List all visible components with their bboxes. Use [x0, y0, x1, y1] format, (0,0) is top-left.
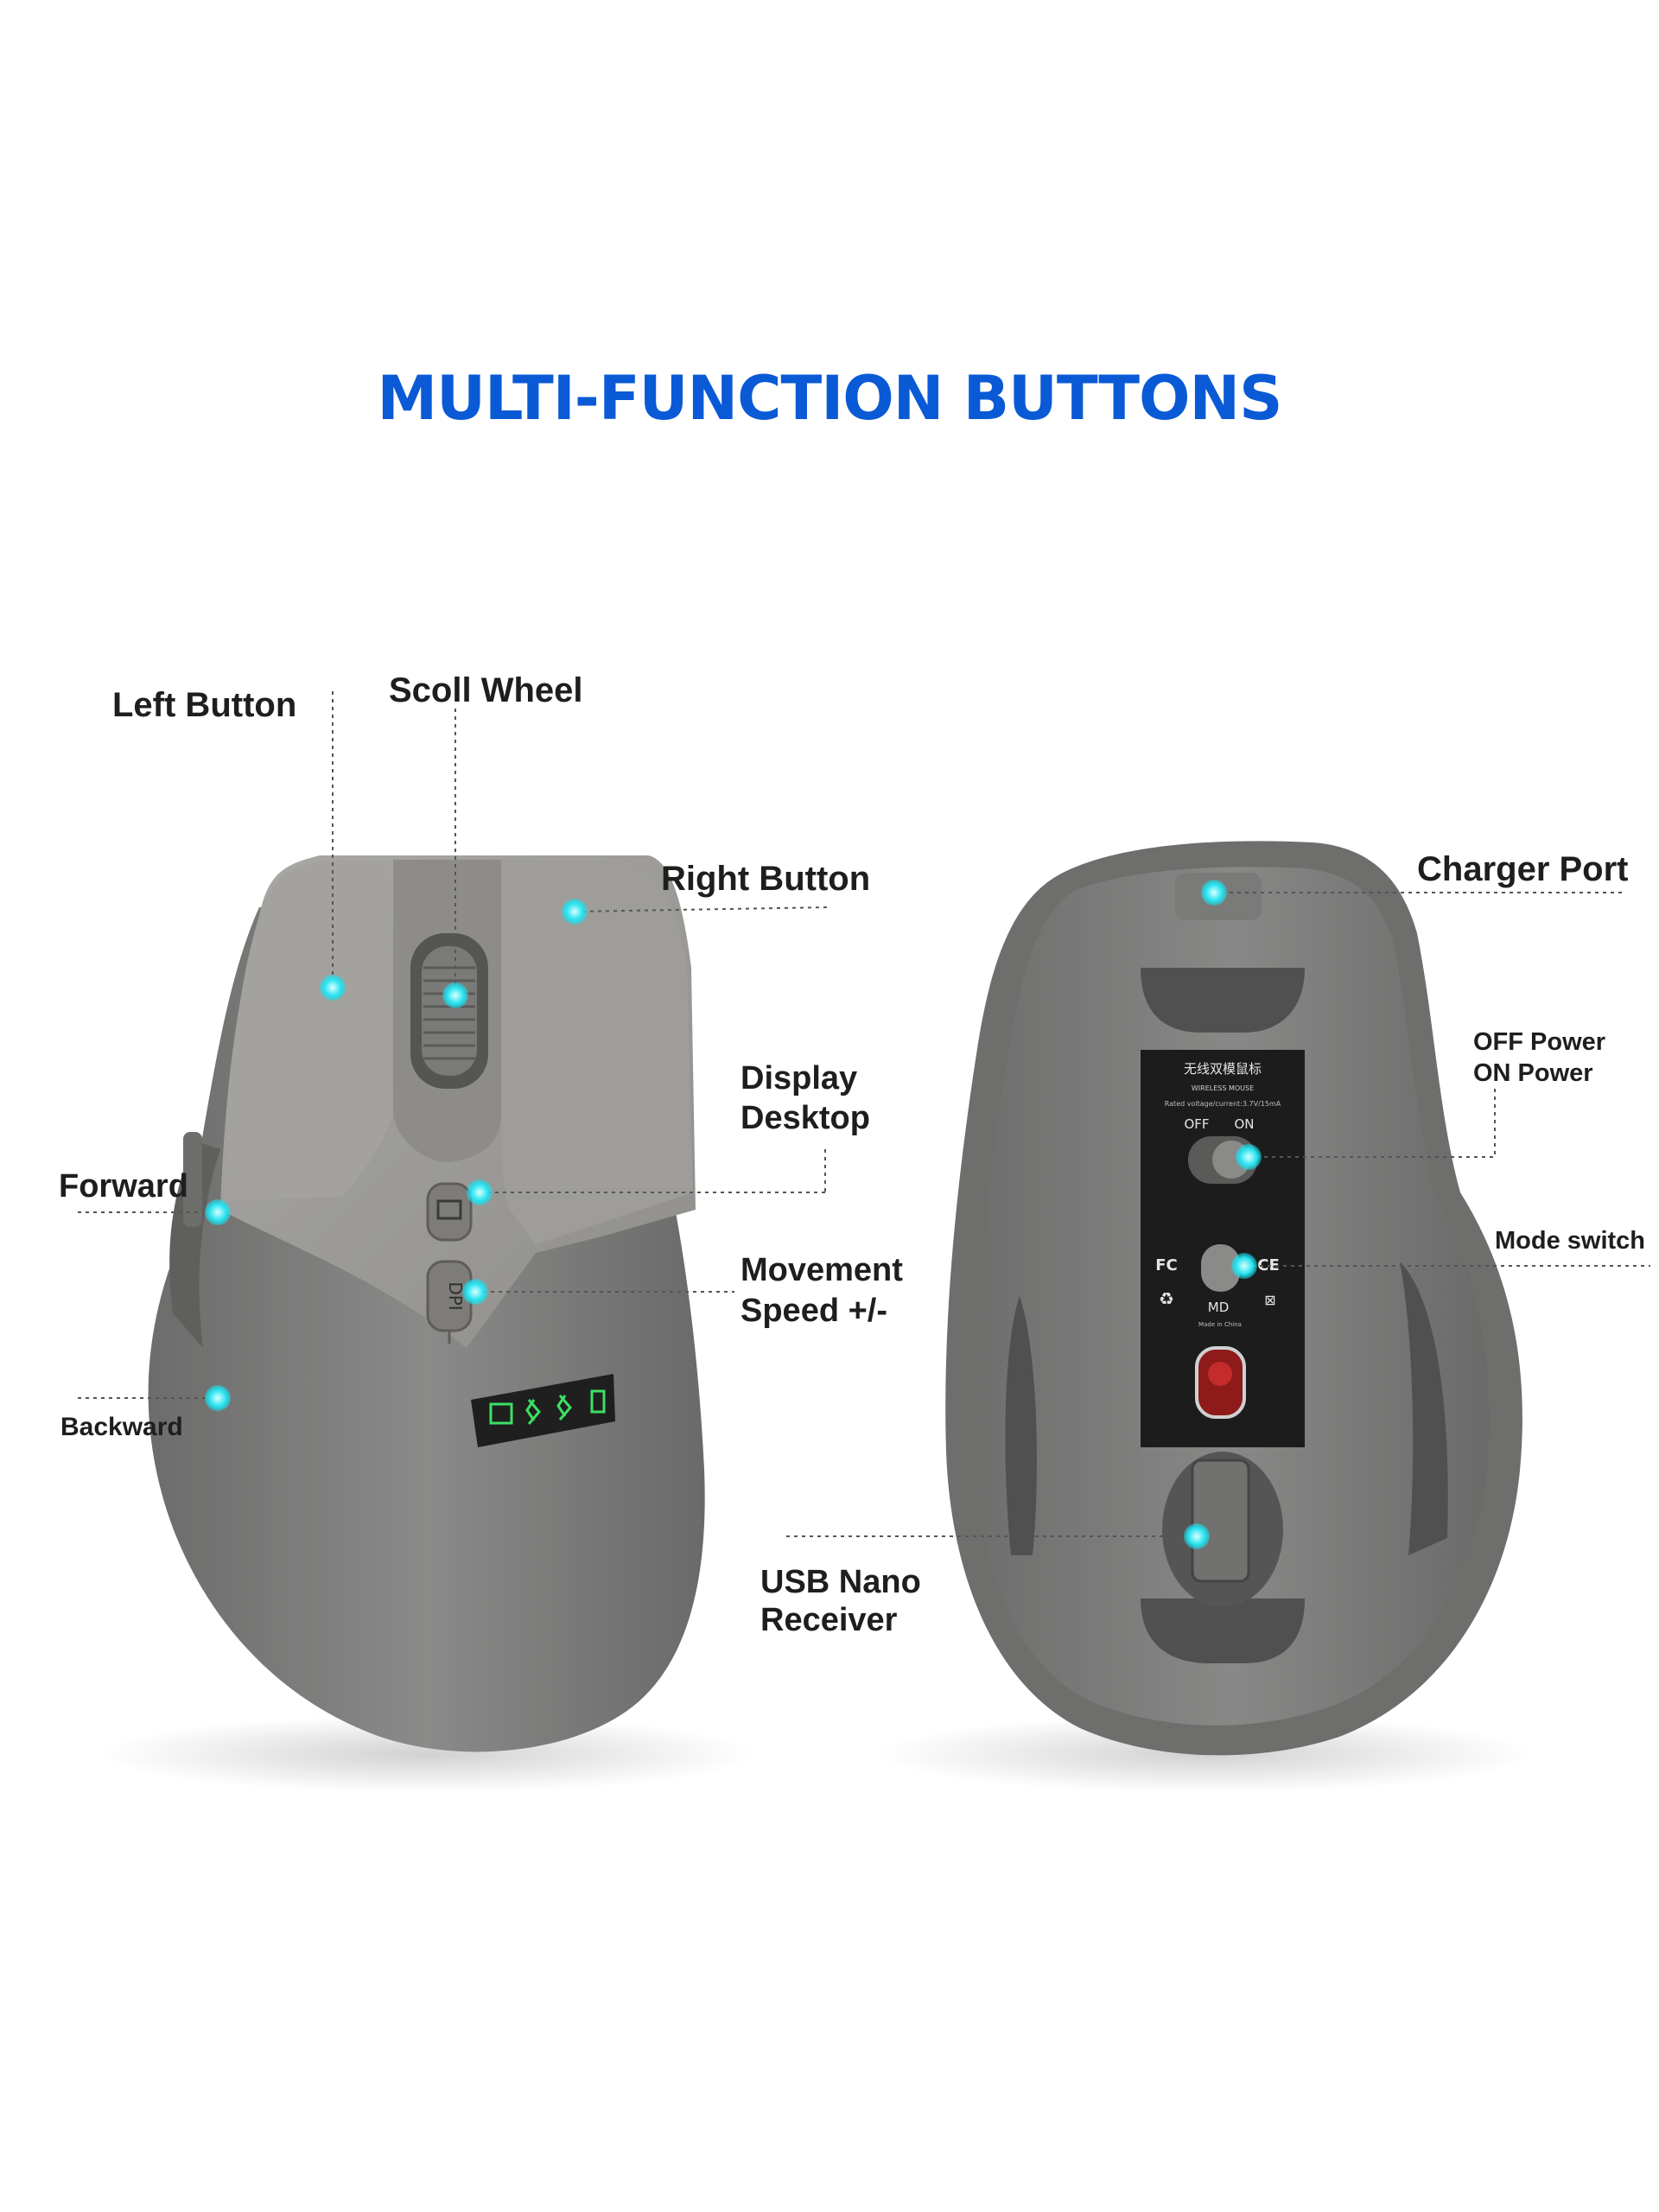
- scroll-wheel: [422, 946, 477, 1076]
- label-left-button: Left Button: [112, 686, 297, 724]
- label-backward: Backward: [60, 1413, 183, 1441]
- bottom-foot: [1141, 1599, 1305, 1663]
- mouse-bottom-view: 无线双模鼠标 WIRELESS MOUSE Rated voltage/curr…: [945, 841, 1522, 1756]
- sticker-english: WIRELESS MOUSE: [1192, 1084, 1254, 1092]
- label-receiver: Receiver: [760, 1602, 898, 1638]
- left-foot: [1005, 1296, 1037, 1555]
- mode-switch: [1201, 1244, 1240, 1292]
- label-usb-nano: USB Nano: [760, 1564, 921, 1600]
- leader-lines: [78, 691, 1650, 1537]
- left-mouse-shadow: [99, 1715, 756, 1793]
- sticker-off: OFF: [1184, 1116, 1209, 1132]
- sticker-rating: Rated voltage/current:3.7V/15mA: [1165, 1100, 1281, 1108]
- scroll-wheel-dot: [442, 982, 468, 1008]
- label-scroll-wheel: Scoll Wheel: [389, 671, 583, 709]
- label-right-button: Right Button: [661, 860, 871, 898]
- top-foot: [1141, 968, 1305, 1033]
- side-grip: [169, 1141, 220, 1348]
- usb-nano-receiver: [1191, 1459, 1250, 1583]
- mode-switch-dot: [1231, 1253, 1257, 1279]
- display-desktop-dot: [467, 1179, 493, 1205]
- forward-side-button: [183, 1132, 202, 1227]
- mouse-top-view: DPI: [148, 855, 705, 1752]
- display-desktop-button: [426, 1182, 473, 1242]
- label-speed: Speed +/-: [741, 1293, 887, 1329]
- label-forward: Forward: [59, 1168, 188, 1205]
- sticker-chinese: 无线双模鼠标: [1184, 1061, 1262, 1077]
- sticker-md: MD: [1208, 1300, 1230, 1315]
- right-button-dot: [562, 899, 588, 925]
- label-charger-port: Charger Port: [1417, 850, 1629, 888]
- usb-receiver-dot: [1184, 1523, 1210, 1549]
- recycle-icon: ♻: [1159, 1288, 1174, 1309]
- power-switch-dot: [1236, 1144, 1262, 1170]
- right-button: [500, 860, 693, 1244]
- bin-icon: ⊠: [1264, 1292, 1275, 1308]
- forward-dot: [205, 1199, 231, 1225]
- label-movement: Movement: [741, 1252, 903, 1288]
- sticker-fc: FC: [1155, 1256, 1178, 1274]
- right-foot: [1400, 1262, 1448, 1555]
- left-button-dot: [320, 975, 346, 1001]
- indicator-panel: [471, 1374, 615, 1447]
- indicator-icons: [489, 1389, 606, 1425]
- left-button: [225, 860, 393, 1201]
- label-off-power: OFF Power: [1473, 1028, 1606, 1056]
- charger-port-dot: [1201, 880, 1227, 906]
- sticker-on: ON: [1234, 1116, 1254, 1132]
- label-on-power: ON Power: [1473, 1059, 1593, 1087]
- label-display: Display: [741, 1060, 858, 1096]
- backward-dot: [205, 1385, 231, 1411]
- label-mode-switch: Mode switch: [1495, 1227, 1646, 1255]
- page-title: MULTI-FUNCTION BUTTONS: [377, 363, 1282, 434]
- label-desktop: Desktop: [741, 1100, 870, 1136]
- movement-speed-dot: [462, 1279, 488, 1305]
- sticker-made-in: Made in China: [1198, 1321, 1242, 1328]
